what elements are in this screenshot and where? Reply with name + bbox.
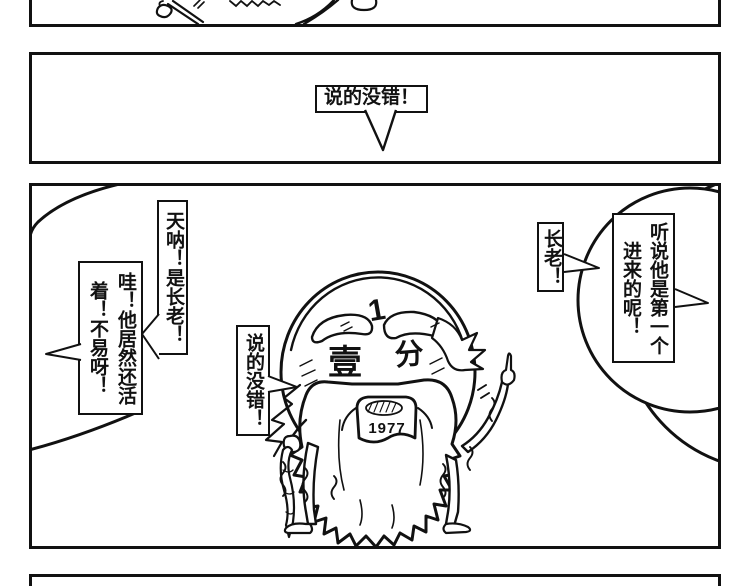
speech-bubble-tingshuo: 听说他是第一个 进来的呢！ xyxy=(612,213,675,363)
panel-3: 1 壹 分 1977 哇！他居然还活 着！不易呀！ 天呐！是长老！ 说的没错！ … xyxy=(29,183,721,549)
pointing-hand xyxy=(500,352,516,386)
panel1-artwork xyxy=(155,0,378,24)
stick-lines xyxy=(166,0,205,24)
speech-bubble-wa: 哇！他居然还活 着！不易呀！ xyxy=(78,261,143,415)
bubble-tail xyxy=(141,313,160,360)
beard xyxy=(288,378,462,546)
coin-denom-right: 分 xyxy=(393,337,425,372)
tremble-squiggles xyxy=(279,384,496,503)
left-side-hair xyxy=(264,383,302,458)
bubble-tail xyxy=(267,375,298,393)
left-leg xyxy=(302,441,320,526)
left-foot xyxy=(283,522,314,535)
bubble-tail xyxy=(563,253,600,273)
bubble-tail xyxy=(45,343,82,361)
speech-bubble-shuode: 说的没错！ xyxy=(236,325,270,436)
speech-bubble-zhanglao: 长老！ xyxy=(537,222,564,292)
cheek-hatch xyxy=(299,321,445,387)
nose-tuft xyxy=(365,400,403,416)
elder-coin-character: 1 壹 分 1977 xyxy=(264,270,516,546)
coin-year: 1977 xyxy=(368,420,405,437)
beard-tips-scribble xyxy=(229,0,281,8)
bubble-tail xyxy=(363,109,398,152)
speech-text: 说的没错！ xyxy=(323,87,419,108)
hand-icon xyxy=(155,3,173,19)
coin-numeral: 1 xyxy=(366,293,388,328)
whisker-arcs xyxy=(341,407,433,431)
right-foot xyxy=(442,522,472,535)
speech-bubble-shuode-top: 说的没错！ xyxy=(315,85,428,113)
head-arc xyxy=(294,0,340,24)
left-eyebrow xyxy=(310,313,374,344)
coin-inner-rim xyxy=(289,276,467,352)
panel-4 xyxy=(29,574,721,586)
beard-strands xyxy=(337,419,424,529)
panel-2: 说的没错！ xyxy=(29,52,721,164)
right-hair-sweep xyxy=(430,316,487,372)
coin-denom-left: 壹 xyxy=(328,344,362,382)
small-bowl-arc xyxy=(350,0,378,12)
speech-bubble-tianna: 天呐！是长老！ xyxy=(157,200,188,355)
panel-1 xyxy=(29,0,721,27)
hatch-marks xyxy=(193,0,205,9)
left-crowd-balloon xyxy=(32,186,142,451)
bubble-tail xyxy=(674,288,709,308)
